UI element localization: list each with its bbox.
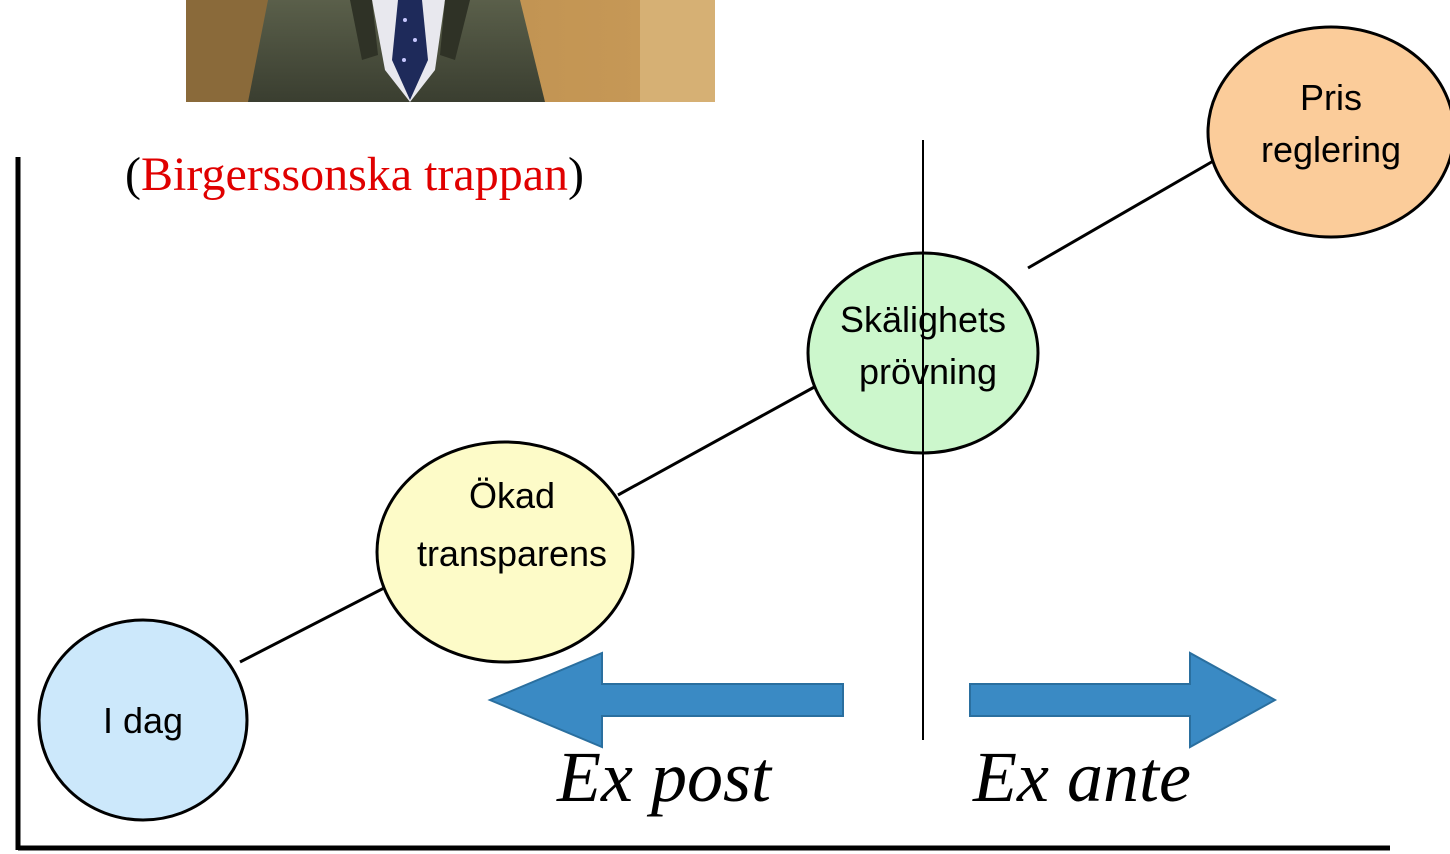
step-label-reasonableness-line1: Skälighets [840,299,1006,340]
step-label-transparency-line1: Ökad [469,475,555,516]
step-label-reasonableness-line2: prövning [859,351,997,392]
diagram-title: (Birgerssonska trappan) [125,148,584,201]
connector-line [1027,158,1216,270]
step-circle-transparency [375,440,635,664]
step-label-today: I dag [103,700,183,741]
ex-post-label: Ex post [556,737,773,817]
step-label-transparency-line2: transparens [417,533,607,574]
portrait-photo [186,0,715,102]
step-label-price-regulation-line2: reglering [1261,129,1401,170]
left-arrow [487,651,844,749]
ex-ante-label: Ex ante [972,737,1191,817]
step-circle-today [37,618,249,822]
connector-line [617,383,819,497]
step-label-price-regulation-line1: Pris [1300,77,1362,118]
step-circle-price-regulation [1206,25,1450,239]
right-arrow [969,651,1278,749]
connector-line [239,584,389,664]
